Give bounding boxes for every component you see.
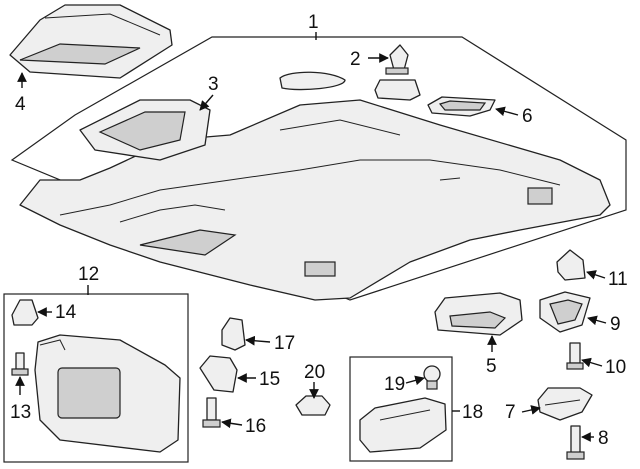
callout-5: 5	[486, 356, 497, 377]
headliner-frame	[10, 36, 627, 301]
leader-3	[199, 94, 214, 111]
clip-part-17	[221, 317, 246, 351]
callout-8: 8	[598, 428, 609, 449]
leader-16	[221, 418, 243, 429]
leader-7	[521, 405, 541, 415]
dome-lamp-part-5	[434, 292, 523, 336]
callout-6: 6	[522, 106, 533, 127]
callout-15: 15	[259, 369, 280, 390]
overhead-console-part-4	[9, 4, 173, 79]
callout-14: 14	[55, 302, 77, 323]
clip-part-11	[556, 249, 586, 281]
leader-17	[245, 335, 271, 346]
bracket-part-15	[199, 355, 238, 393]
callout-4: 4	[15, 94, 26, 115]
leader-11	[586, 270, 606, 280]
callout-13: 13	[10, 402, 31, 423]
screw-part-16	[202, 397, 221, 428]
leader-6	[495, 106, 519, 117]
callout-11: 11	[608, 269, 628, 290]
leader-9	[587, 315, 607, 326]
callout-10: 10	[605, 357, 626, 378]
callout-20: 20	[304, 362, 325, 383]
bulb-part-19	[423, 365, 441, 390]
leader-10	[581, 357, 603, 368]
callout-3: 3	[208, 74, 219, 95]
callout-12: 12	[78, 264, 99, 285]
bracket-part-7	[537, 387, 593, 421]
grab-handle-part-18	[359, 397, 447, 453]
screw-part-13	[11, 352, 29, 376]
clip-part-20	[295, 395, 331, 416]
retainer-part	[374, 79, 421, 101]
callout-7: 7	[505, 402, 516, 423]
mirror-bracket-part	[279, 71, 346, 91]
lamp-lens-part-6	[427, 96, 496, 117]
visor-clip-part-14	[11, 299, 39, 326]
callout-2: 2	[350, 49, 361, 70]
grab-handle-frame	[349, 356, 453, 462]
leader-19	[405, 375, 425, 386]
screw-part-8	[566, 425, 585, 460]
callout-17: 17	[274, 333, 295, 354]
clip-part-2	[385, 44, 409, 75]
sunvisor-part-12	[34, 334, 181, 453]
callout-19: 19	[384, 374, 405, 395]
callout-9: 9	[610, 314, 621, 335]
lamp-bezel-part-9	[539, 291, 591, 333]
sunvisor-frame	[3, 293, 189, 463]
callout-18: 18	[462, 402, 483, 423]
console-frame-part-3	[79, 99, 211, 161]
callout-1: 1	[308, 12, 319, 33]
callout-16: 16	[245, 416, 266, 437]
screw-part-10	[566, 342, 584, 370]
